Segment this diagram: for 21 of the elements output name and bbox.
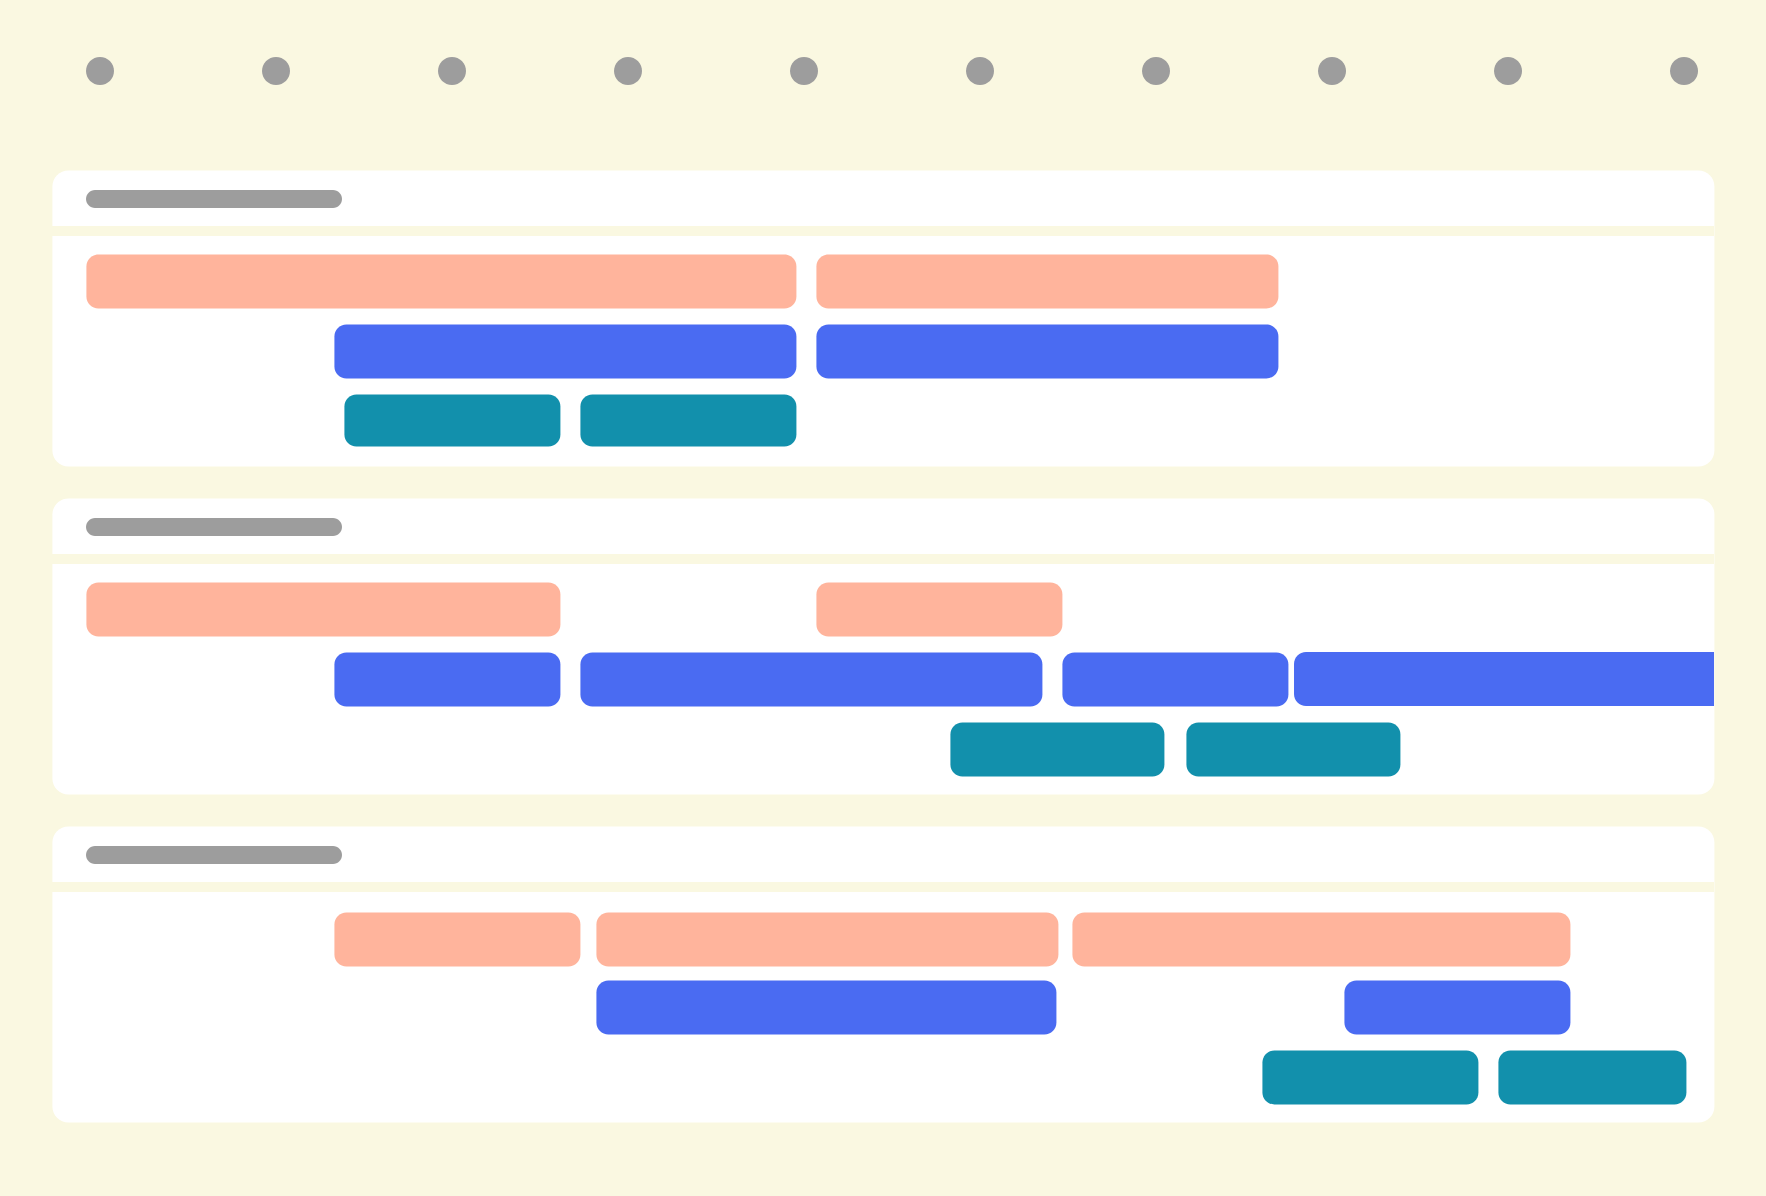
task-bar <box>1262 1050 1479 1105</box>
task-bar <box>816 582 1063 637</box>
task-bar <box>344 394 561 447</box>
task-bar <box>580 652 1043 707</box>
task-bar <box>334 324 797 379</box>
task-bar <box>816 254 1279 309</box>
task-bar <box>1186 722 1401 777</box>
task-bar <box>1344 980 1571 1035</box>
task-bar <box>950 722 1165 777</box>
task-bar <box>1294 652 1714 706</box>
task-bar <box>1498 1050 1687 1105</box>
task-bar <box>1062 652 1289 707</box>
task-bar <box>1072 912 1571 967</box>
task-bar <box>596 912 1059 967</box>
task-bar <box>86 254 797 309</box>
task-bar <box>596 980 1057 1035</box>
task-bar <box>816 324 1279 379</box>
task-bar <box>334 912 581 967</box>
task-bar <box>86 582 561 637</box>
task-bar <box>580 394 797 447</box>
task-bar <box>334 652 561 707</box>
